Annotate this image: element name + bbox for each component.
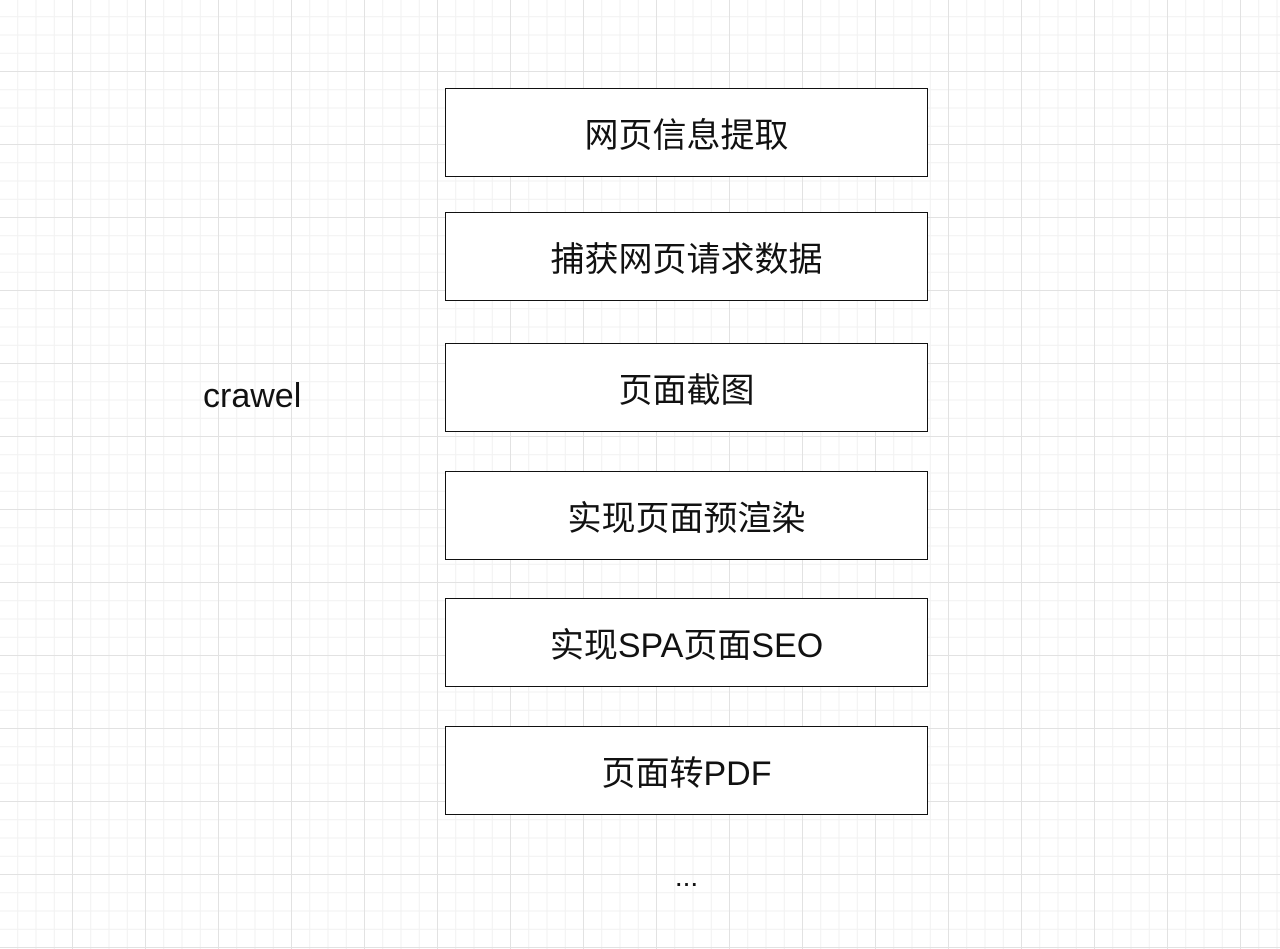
feature-label: 页面转PDF: [601, 755, 772, 793]
feature-label: 页面截图: [618, 372, 755, 410]
feature-label: 捕获网页请求数据: [550, 241, 823, 279]
more-indicator: ...: [674, 861, 699, 892]
feature-label: 实现SPA页面SEO: [549, 627, 824, 665]
feature-label: 网页信息提取: [584, 117, 789, 155]
feature-label: 实现页面预渲染: [567, 500, 806, 538]
feature-box-spa-seo: 实现SPA页面SEO: [445, 598, 928, 687]
feature-box-screenshot: 页面截图: [445, 343, 928, 432]
root-node-label: crawel: [203, 377, 302, 415]
feature-box-web-info-extraction: 网页信息提取: [445, 88, 928, 177]
feature-box-prerender: 实现页面预渲染: [445, 471, 928, 560]
feature-box-page-to-pdf: 页面转PDF: [445, 726, 928, 815]
feature-box-capture-requests: 捕获网页请求数据: [445, 212, 928, 301]
